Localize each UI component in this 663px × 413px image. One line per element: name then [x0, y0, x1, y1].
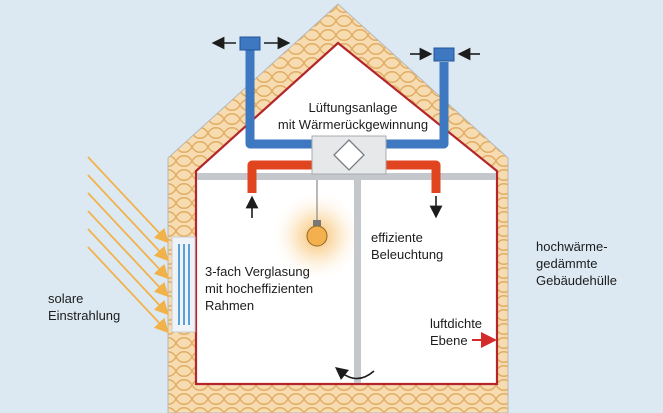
- lighting-label: effiziente Beleuchtung: [371, 230, 444, 262]
- exhaust-ducts: [245, 50, 449, 149]
- light-bulb-icon: [306, 220, 328, 247]
- envelope-label: hochwärme- gedämmte Gebäudehülle: [536, 239, 617, 288]
- airflow-arrows: [211, 36, 480, 380]
- solar-label: solare Einstrahlung: [48, 291, 121, 323]
- diamond-heat-exchanger-icon: [311, 135, 387, 175]
- supply-ducts: [247, 160, 441, 193]
- airtight-label: luftdichte Ebene: [430, 316, 483, 348]
- solar-rays: [87, 156, 169, 334]
- triple-glazed-window: [171, 236, 196, 333]
- glazing-label: 3-fach Verglasung mit hocheffizienten Ra…: [205, 264, 314, 313]
- vent-cap-icon: [239, 36, 455, 62]
- interior-structure: [197, 173, 496, 383]
- ventilation-label: Lüftungsanlage mit Wärmerückgewinnung: [277, 100, 429, 132]
